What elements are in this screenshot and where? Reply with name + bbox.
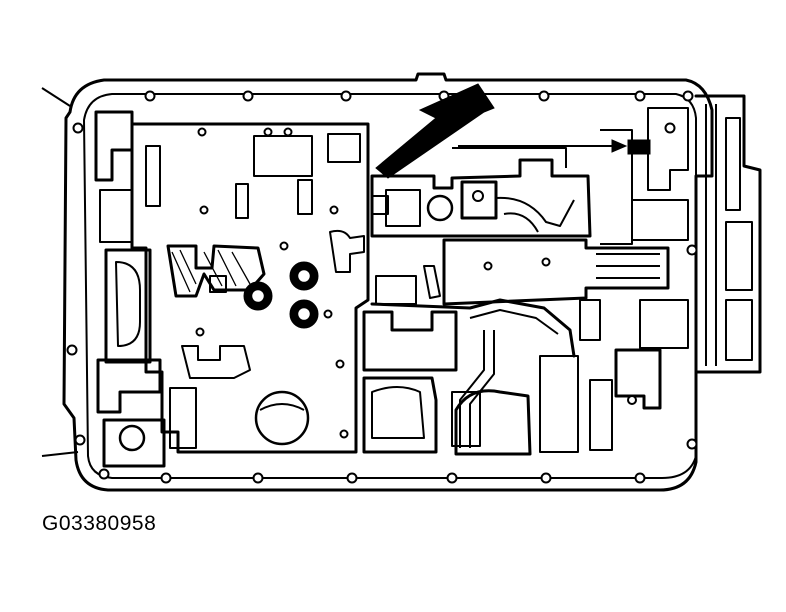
valve-body-bar: [375, 238, 670, 306]
solenoid-spools: [243, 261, 319, 329]
left-chambers: [94, 110, 197, 468]
locator-arrow-icon: [458, 139, 651, 155]
upper-valve-body: [370, 129, 633, 245]
figure-id-label: G03380958: [42, 512, 157, 535]
housing-edge-left: [41, 87, 79, 457]
lower-plate-features: [181, 345, 310, 446]
pointer-arrow-icon: [375, 83, 495, 179]
housing-right: [614, 94, 762, 410]
right-chambers: [631, 107, 689, 349]
valve-channels: [166, 244, 266, 298]
separator-plate: [130, 122, 370, 454]
pan-sump: [362, 310, 613, 456]
tube-manifold: [370, 298, 601, 448]
